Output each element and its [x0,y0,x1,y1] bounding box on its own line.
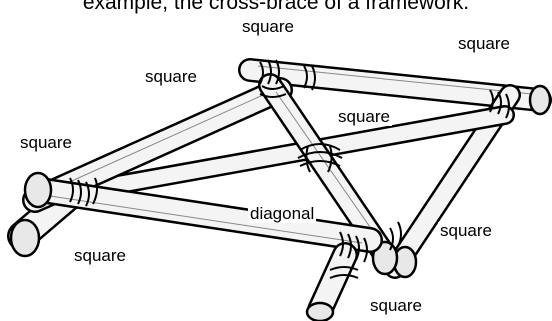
label-square-right: square [438,222,494,240]
label-diagonal: diagonal [248,205,316,223]
label-square-bottom: square [368,297,424,315]
label-square-center: square [336,108,392,126]
label-square-top-right: square [456,35,512,53]
label-square-left: square [18,134,74,152]
pole-bottom-stub [307,255,345,321]
label-square-bottom-left: square [72,247,128,265]
pole-bottom-front [25,173,370,243]
label-square-upper-left: square [143,68,199,86]
label-square-top: square [240,18,296,36]
